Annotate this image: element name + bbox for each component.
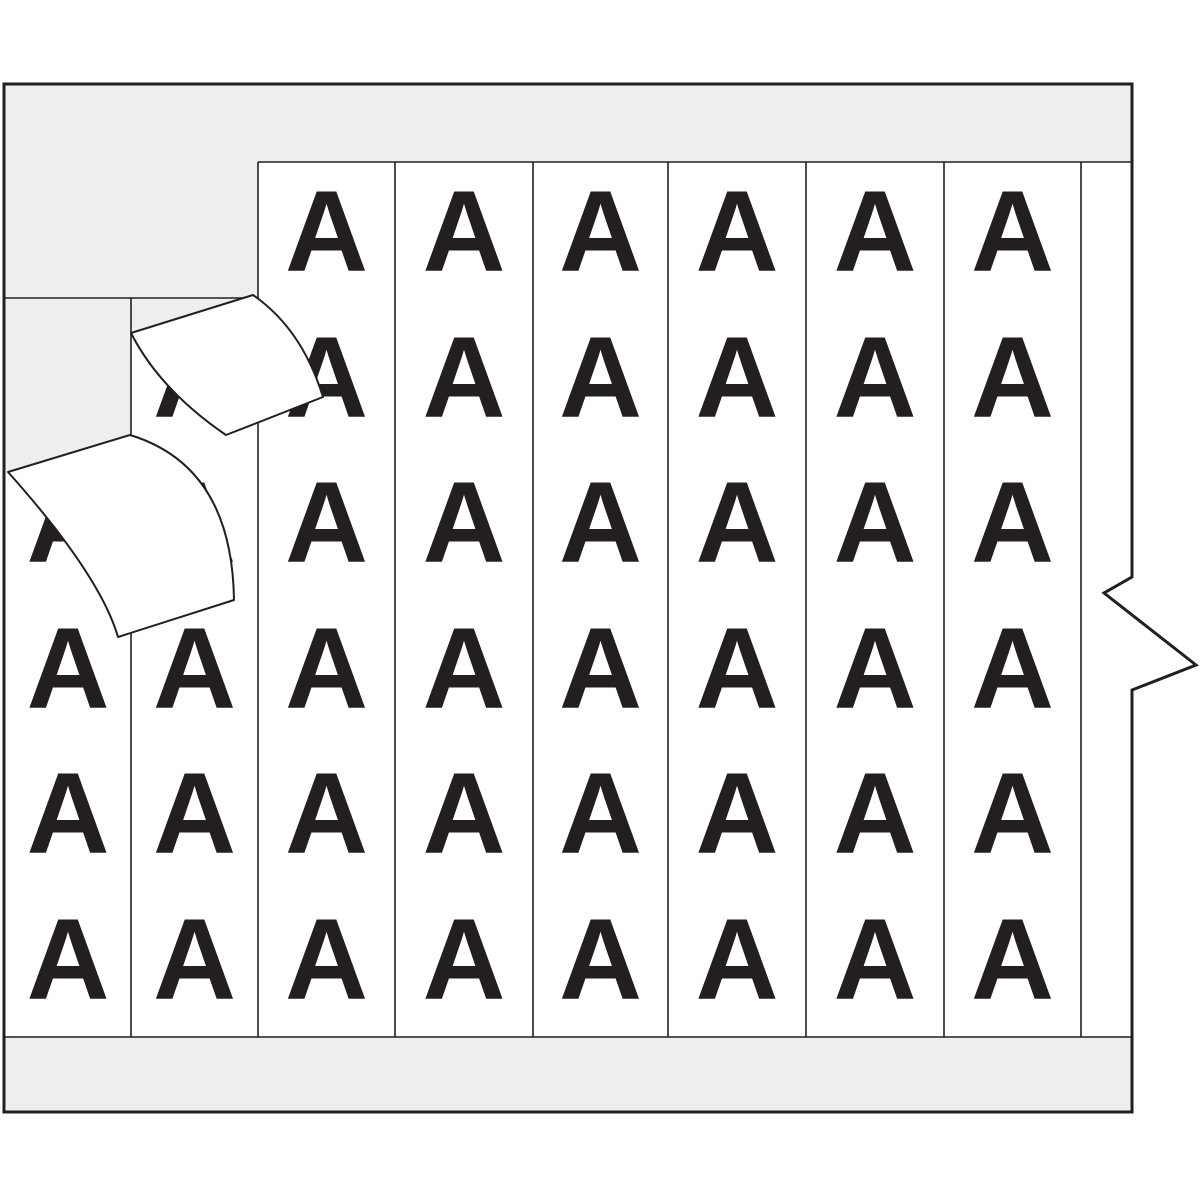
marker-letter: A xyxy=(26,896,109,1024)
marker-letter: A xyxy=(559,459,642,587)
marker-letter: A xyxy=(422,896,505,1024)
marker-letter: A xyxy=(695,750,778,878)
marker-letter: A xyxy=(695,168,778,296)
marker-letter: A xyxy=(971,168,1054,296)
marker-letter: A xyxy=(422,314,505,442)
card-border xyxy=(2,82,1199,1114)
marker-letter: A xyxy=(833,896,916,1024)
marker-letter: A xyxy=(559,314,642,442)
marker-letter: A xyxy=(971,896,1054,1024)
marker-letter: A xyxy=(422,750,505,878)
marker-letter: A xyxy=(285,896,368,1024)
marker-letter: A xyxy=(559,605,642,733)
exposed-liner-top xyxy=(5,298,131,473)
marker-letter: A xyxy=(971,750,1054,878)
marker-letter: A xyxy=(422,459,505,587)
marker-letter: A xyxy=(833,750,916,878)
label-strip-area-main xyxy=(258,162,1132,1037)
marker-letter: A xyxy=(153,605,236,733)
marker-letter: A xyxy=(559,168,642,296)
marker-letter: A xyxy=(559,750,642,878)
marker-letter: A xyxy=(833,168,916,296)
marker-letter: A xyxy=(153,896,236,1024)
marker-letter: A xyxy=(26,605,109,733)
strip-divider-lines xyxy=(5,161,1132,1038)
marker-letter: A xyxy=(695,314,778,442)
marker-letter: A xyxy=(971,459,1054,587)
marker-letter: A xyxy=(833,459,916,587)
marker-letter: A xyxy=(833,605,916,733)
marker-letter: A xyxy=(26,750,109,878)
marker-letter: A xyxy=(285,168,368,296)
peeling-label-bottom xyxy=(7,434,235,638)
marker-letter: A xyxy=(971,314,1054,442)
marker-letter: A xyxy=(695,459,778,587)
marker-letter: A xyxy=(971,605,1054,733)
marker-letter: A xyxy=(422,168,505,296)
marker-letter: A xyxy=(695,605,778,733)
marker-letter: A xyxy=(285,605,368,733)
marker-letter: A xyxy=(153,750,236,878)
marker-letter: A xyxy=(559,896,642,1024)
marker-letter: A xyxy=(833,314,916,442)
marker-letter: A xyxy=(695,896,778,1024)
pull-tab xyxy=(1104,577,1196,690)
marker-letter: A xyxy=(422,605,505,733)
marker-letter: A xyxy=(285,459,368,587)
peeling-label-top xyxy=(130,294,324,436)
marker-letter: A xyxy=(285,750,368,878)
